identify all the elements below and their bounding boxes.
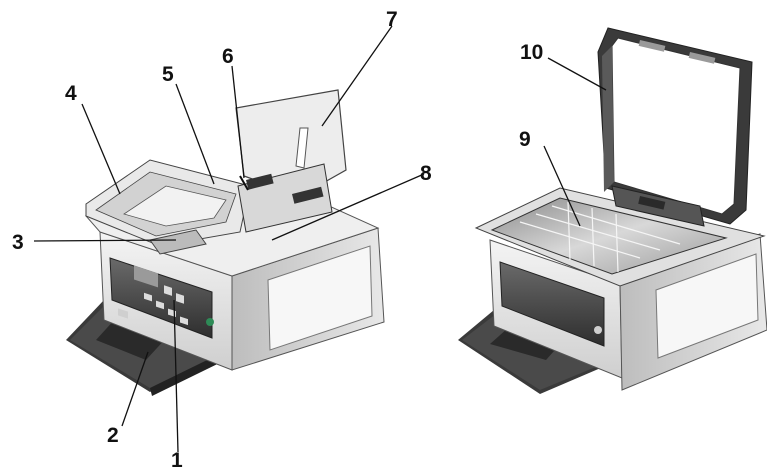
- leader-line-10: [547, 57, 607, 91]
- callout-2: 2: [107, 424, 119, 447]
- leader-line-6: [231, 65, 245, 179]
- callout-10: 10: [520, 41, 543, 64]
- callout-3: 3: [12, 231, 24, 254]
- adf-output-tray: [149, 229, 207, 255]
- scanner-glass: [490, 197, 728, 275]
- callout-5: 5: [162, 63, 174, 86]
- scanner-lid: [597, 27, 753, 225]
- leader-line-8: [271, 173, 425, 241]
- callout-9: 9: [519, 128, 531, 151]
- leader-line-9: [543, 145, 581, 227]
- callout-4: 4: [65, 82, 77, 105]
- printer-right-illustration: [458, 27, 767, 394]
- control-panel-right: [499, 261, 605, 347]
- callout-6: 6: [222, 45, 234, 68]
- paper-exit-tray-right: [458, 310, 638, 394]
- leader-line-4: [81, 103, 121, 195]
- callout-7: 7: [386, 8, 398, 31]
- leader-line-7: [321, 25, 393, 127]
- leader-line-3: [33, 239, 177, 242]
- leader-line-1: [173, 299, 179, 453]
- callout-8: 8: [420, 162, 432, 185]
- leader-line-2: [121, 351, 149, 427]
- printer-left-illustration: [66, 89, 385, 396]
- paper-feed: [237, 163, 333, 233]
- control-panel: [109, 257, 214, 339]
- leader-line-5: [175, 83, 215, 185]
- callout-1: 1: [171, 449, 183, 469]
